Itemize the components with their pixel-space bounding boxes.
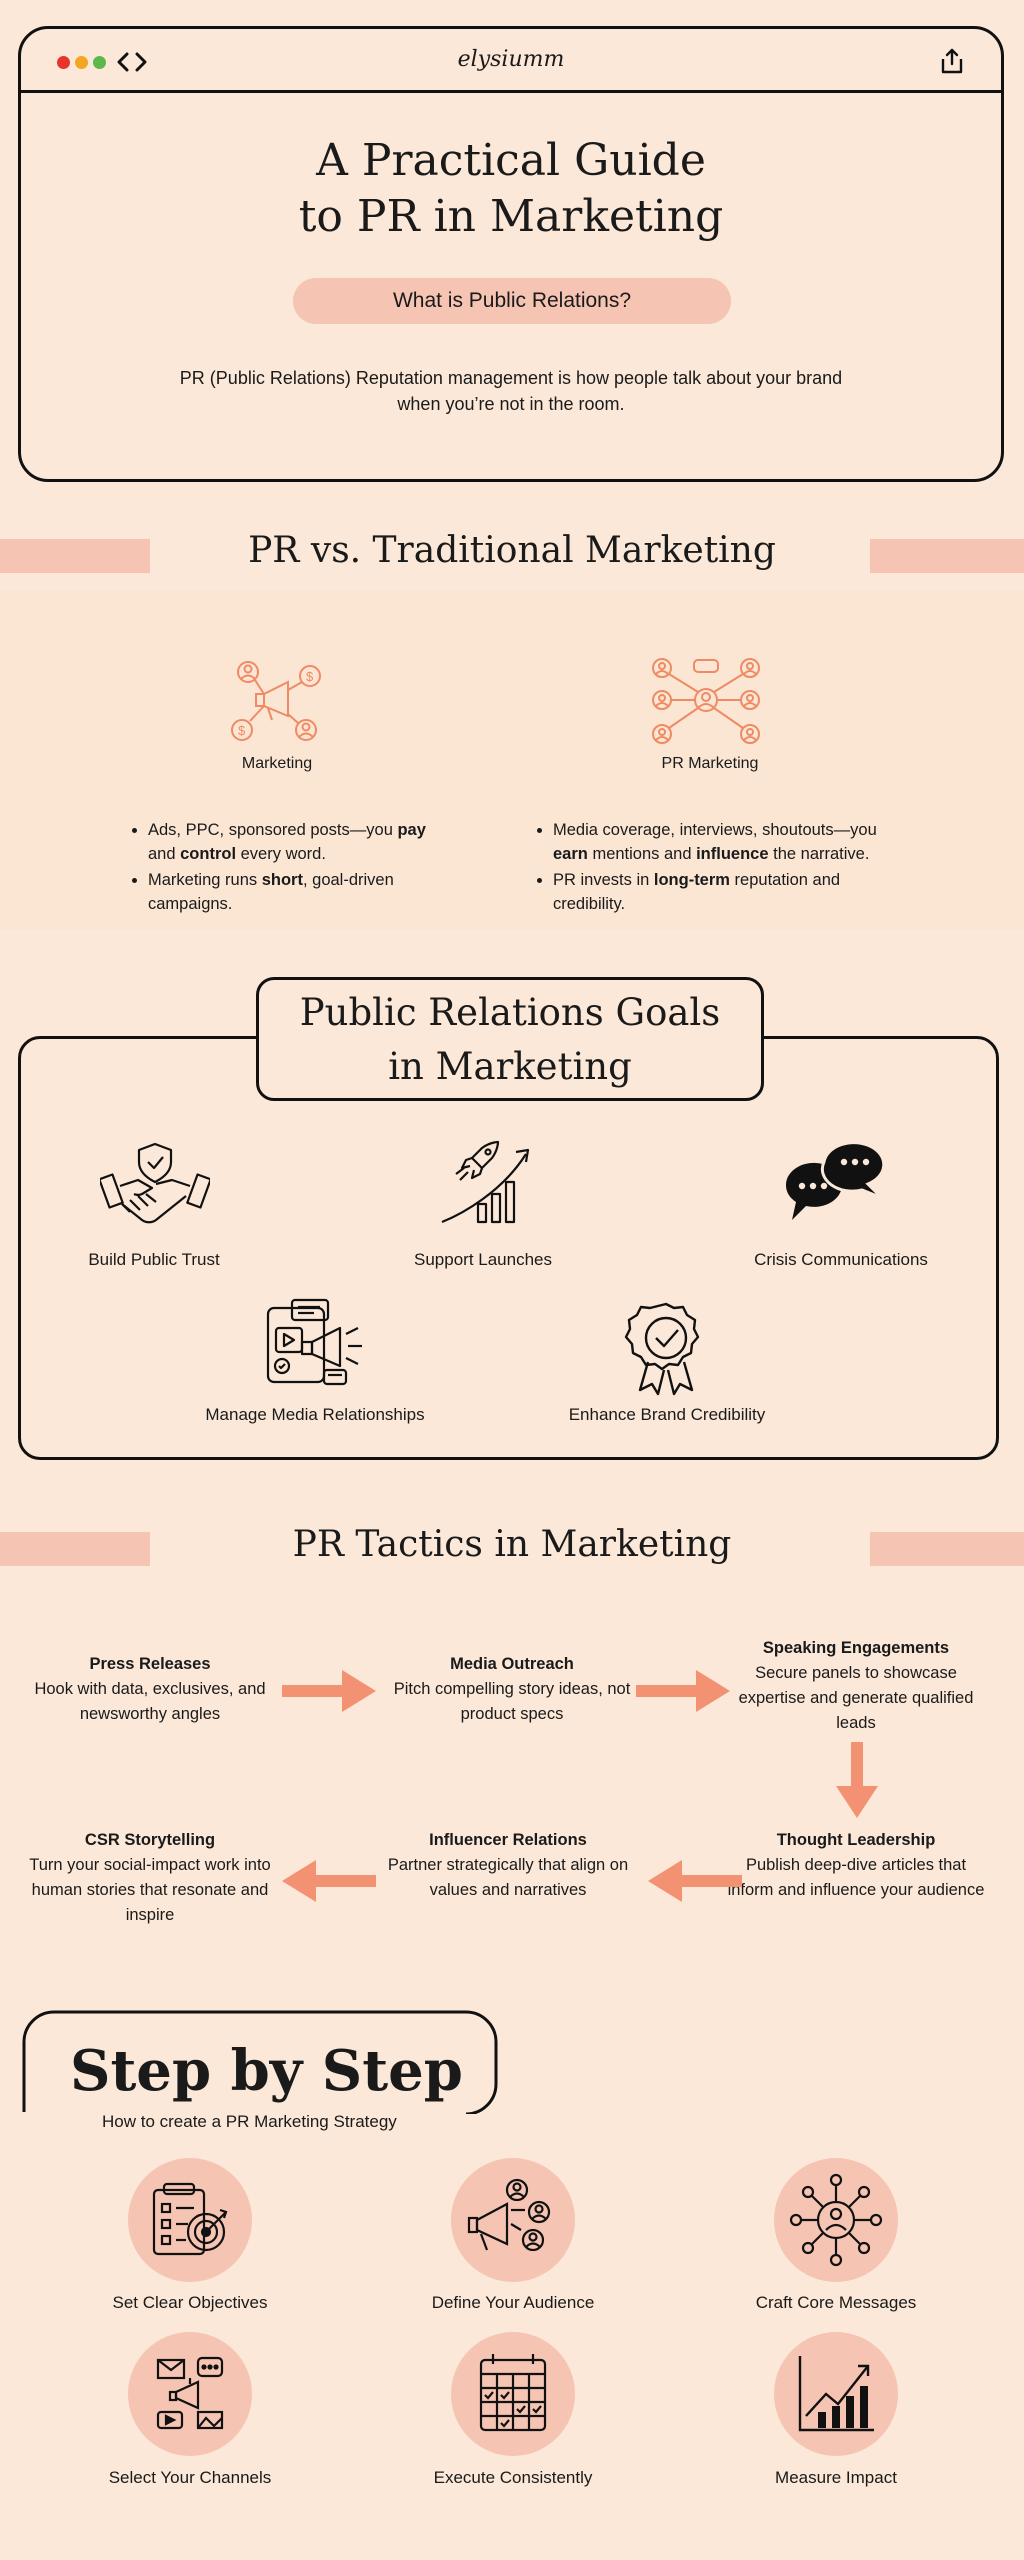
- handshake-shield-icon: [100, 1142, 210, 1224]
- band-right: [870, 539, 1024, 573]
- channels-icon: [156, 2356, 224, 2430]
- maximize-window-dot[interactable]: [93, 56, 106, 69]
- step-icon-circle: [774, 2158, 898, 2282]
- step-subtitle: How to create a PR Marketing Strategy: [102, 2112, 397, 2131]
- award-badge-icon: [624, 1302, 700, 1396]
- arrow-left-icon: [282, 1860, 376, 1902]
- step-label: Set Clear Objectives: [112, 2293, 268, 2312]
- step-label: Select Your Channels: [108, 2468, 272, 2487]
- audience-megaphone-icon: [467, 2178, 551, 2252]
- arrow-down-icon: [836, 1742, 878, 1818]
- minimize-window-dot[interactable]: [75, 56, 88, 69]
- tactics-title: PR Tactics in Marketing: [292, 1524, 732, 1565]
- goals-title: Public Relations Goals in Marketing: [256, 977, 764, 1101]
- step-title: Step by Step: [70, 2038, 463, 2104]
- step-title-frame: [22, 2010, 498, 2114]
- step-icon-circle: [128, 2332, 252, 2456]
- chat-bubbles-icon: [785, 1141, 886, 1220]
- brand-logo: elysiumm: [457, 47, 565, 72]
- page-title: A Practical Guide to PR in Marketing: [298, 135, 724, 242]
- code-brackets-icon: [117, 52, 147, 72]
- goal-label: Manage Media Relationships: [205, 1405, 425, 1424]
- browser-frame: elysiumm A Practical Guide to PR in Mark…: [18, 26, 1004, 482]
- growth-chart-icon: [798, 2356, 874, 2432]
- calendar-check-icon: [479, 2354, 547, 2432]
- list-item: PR invests in long-term reputation and c…: [553, 868, 913, 916]
- comparison-panel: [0, 590, 1024, 930]
- step-label: Define Your Audience: [431, 2293, 595, 2312]
- arrow-right-icon: [282, 1670, 376, 1712]
- step-icon-circle: [128, 2158, 252, 2282]
- band-right: [870, 1532, 1024, 1566]
- media-megaphone-icon: [266, 1298, 362, 1386]
- marketing-label: Marketing: [241, 755, 313, 772]
- band-left: [0, 1532, 150, 1566]
- pr-marketing-label: PR Marketing: [661, 755, 759, 772]
- pr-marketing-list: Media coverage, interviews, shoutouts—yo…: [533, 818, 913, 918]
- comparison-title: PR vs. Traditional Marketing: [248, 530, 776, 571]
- rocket-growth-icon: [441, 1140, 530, 1224]
- goal-label: Enhance Brand Credibility: [568, 1405, 766, 1424]
- goal-label: Build Public Trust: [88, 1250, 220, 1269]
- svg-text:$: $: [306, 669, 314, 684]
- list-item: Media coverage, interviews, shoutouts—yo…: [553, 818, 913, 866]
- step-icon-circle: [451, 2158, 575, 2282]
- list-item: Marketing runs short, goal-driven campai…: [148, 868, 458, 916]
- megaphone-network-icon: $ $: [231, 661, 321, 741]
- step-label: Craft Core Messages: [755, 2293, 917, 2312]
- goal-label: Support Launches: [414, 1250, 552, 1269]
- step-icon-circle: [451, 2332, 575, 2456]
- browser-toolbar: elysiumm: [21, 29, 1001, 93]
- intro-text: PR (Public Relations) Reputation managem…: [179, 368, 843, 414]
- core-message-network-icon: [789, 2173, 883, 2267]
- section-pill: What is Public Relations?: [293, 278, 731, 324]
- arrow-left-icon: [648, 1860, 742, 1902]
- svg-text:$: $: [238, 723, 246, 738]
- share-icon[interactable]: [939, 47, 965, 75]
- pr-network-icon: [652, 658, 760, 744]
- step-icon-circle: [774, 2332, 898, 2456]
- step-label: Execute Consistently: [433, 2468, 593, 2487]
- marketing-list: Ads, PPC, sponsored posts—you pay and co…: [128, 818, 458, 918]
- close-window-dot[interactable]: [57, 56, 70, 69]
- band-left: [0, 539, 150, 573]
- step-label: Measure Impact: [775, 2468, 897, 2487]
- goal-label: Crisis Communications: [754, 1250, 928, 1269]
- arrow-right-icon: [636, 1670, 730, 1712]
- checklist-target-icon: [152, 2182, 228, 2256]
- list-item: Ads, PPC, sponsored posts—you pay and co…: [148, 818, 458, 866]
